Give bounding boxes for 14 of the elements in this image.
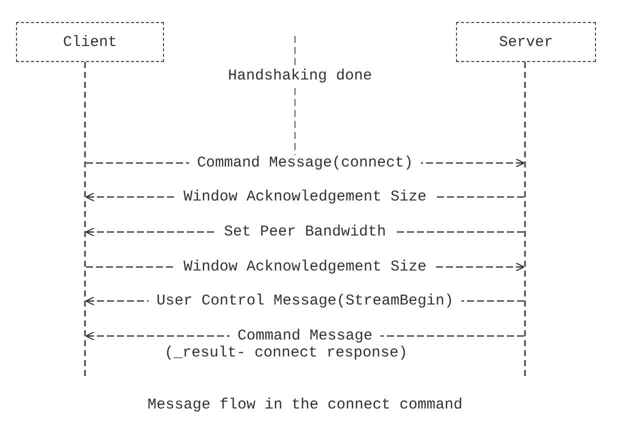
note-text: Handshaking done [228,68,372,84]
participant-box [16,22,164,62]
lifeline [84,62,86,376]
note-text: (_result- connect response) [164,346,408,360]
edge-label: Command Message(connect) [188,156,422,170]
edge-label: Command Message [229,328,381,344]
edge-label: User Control Message(StreamBegin) [148,294,462,308]
participant-box [456,22,596,62]
edge-label: Window Acknowledgement Size [175,260,435,274]
edge-label: Window Acknowledgement Size [175,190,435,204]
lifeline [524,62,526,376]
participant-name: Server [498,34,553,50]
caption: Message flow in the connect command [147,398,463,412]
participant-name: Client [62,34,117,50]
